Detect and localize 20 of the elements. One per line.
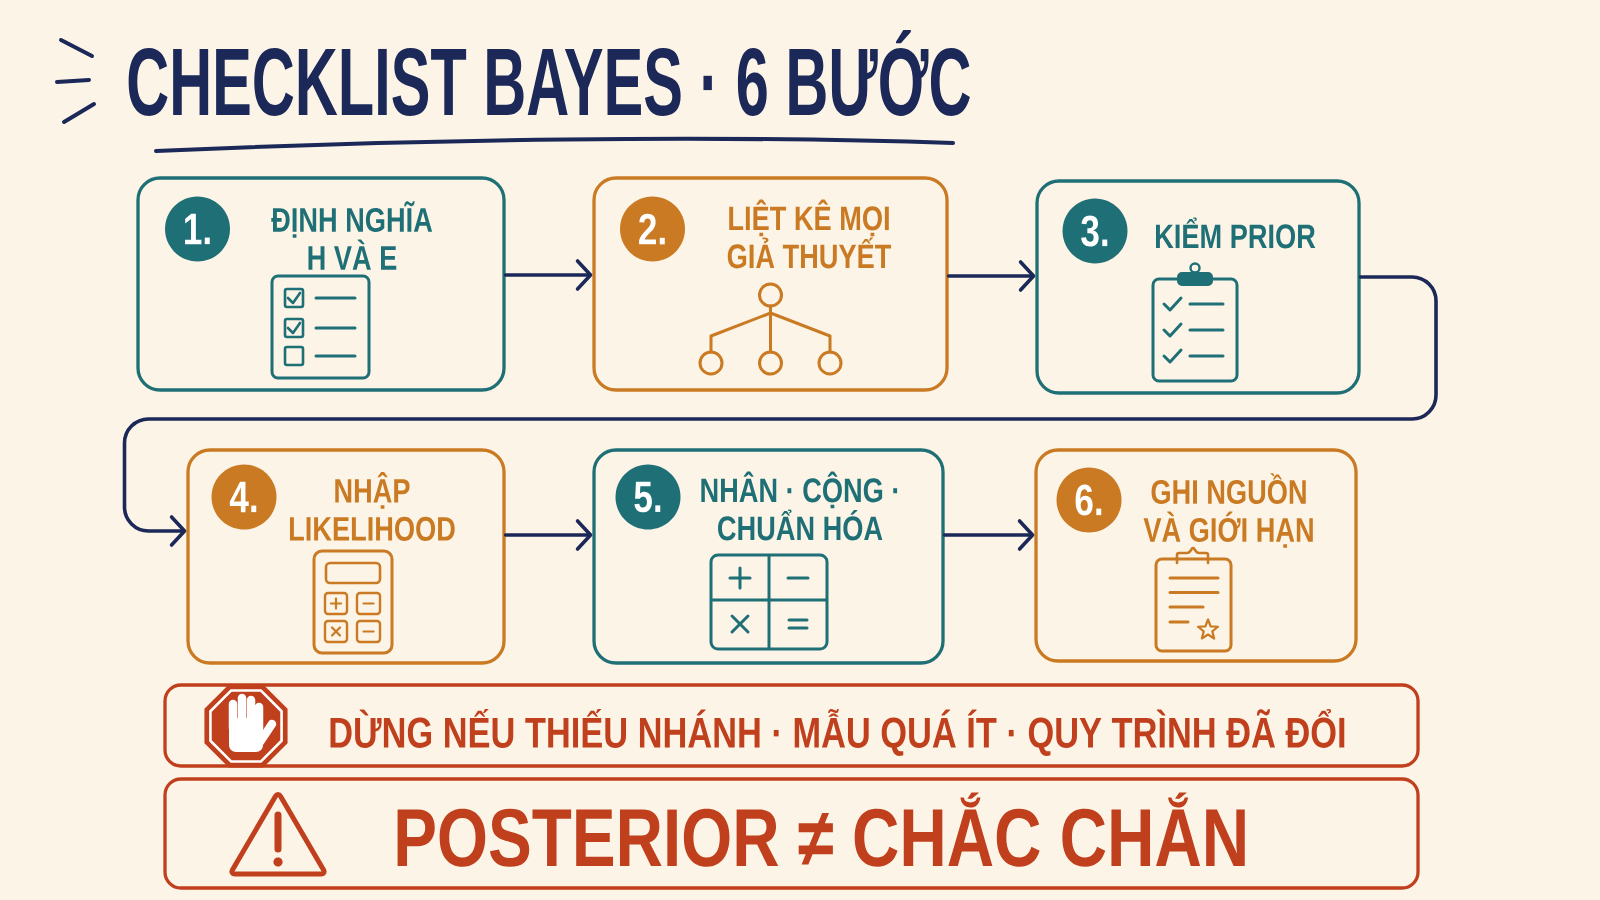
title: CHECKLIST BAYES · 6 BƯỚC	[128, 29, 970, 116]
arrow	[942, 519, 1035, 551]
number-badge: 2.	[620, 196, 685, 262]
arrow	[946, 260, 1036, 292]
arrow	[503, 519, 593, 551]
banner: POSTERIOR ≠ CHẮC CHẮN	[163, 777, 1420, 890]
banner: DỪNG NẾU THIẾU NHÁNH · MẪU QUÁ ÍT · QUY TRÌNH ĐÃ ĐỔI	[163, 683, 1420, 768]
step-title: GHI NGUỒN VÀ GIỚI HẠN	[1143, 473, 1313, 548]
arrow	[122, 275, 1438, 547]
number-badge: 3.	[1062, 198, 1128, 264]
number-badge: 6.	[1056, 467, 1122, 533]
step-title: NHÂN · CỘNG · CHUẨN HÓA	[701, 471, 898, 541]
step-title: LIỆT KÊ MỌI GIẢ THUYẾT	[727, 199, 892, 269]
number-badge: 1.	[165, 196, 230, 262]
step-title: ĐỊNH NGHĨA H VÀ E	[271, 201, 433, 270]
step-title: NHẬP LIKELIHOOD	[289, 472, 455, 541]
number-badge: 4.	[211, 464, 277, 530]
arrow	[503, 259, 593, 291]
step-title: KIỂM PRIOR	[1156, 217, 1316, 249]
number-badge: 5.	[615, 464, 681, 530]
